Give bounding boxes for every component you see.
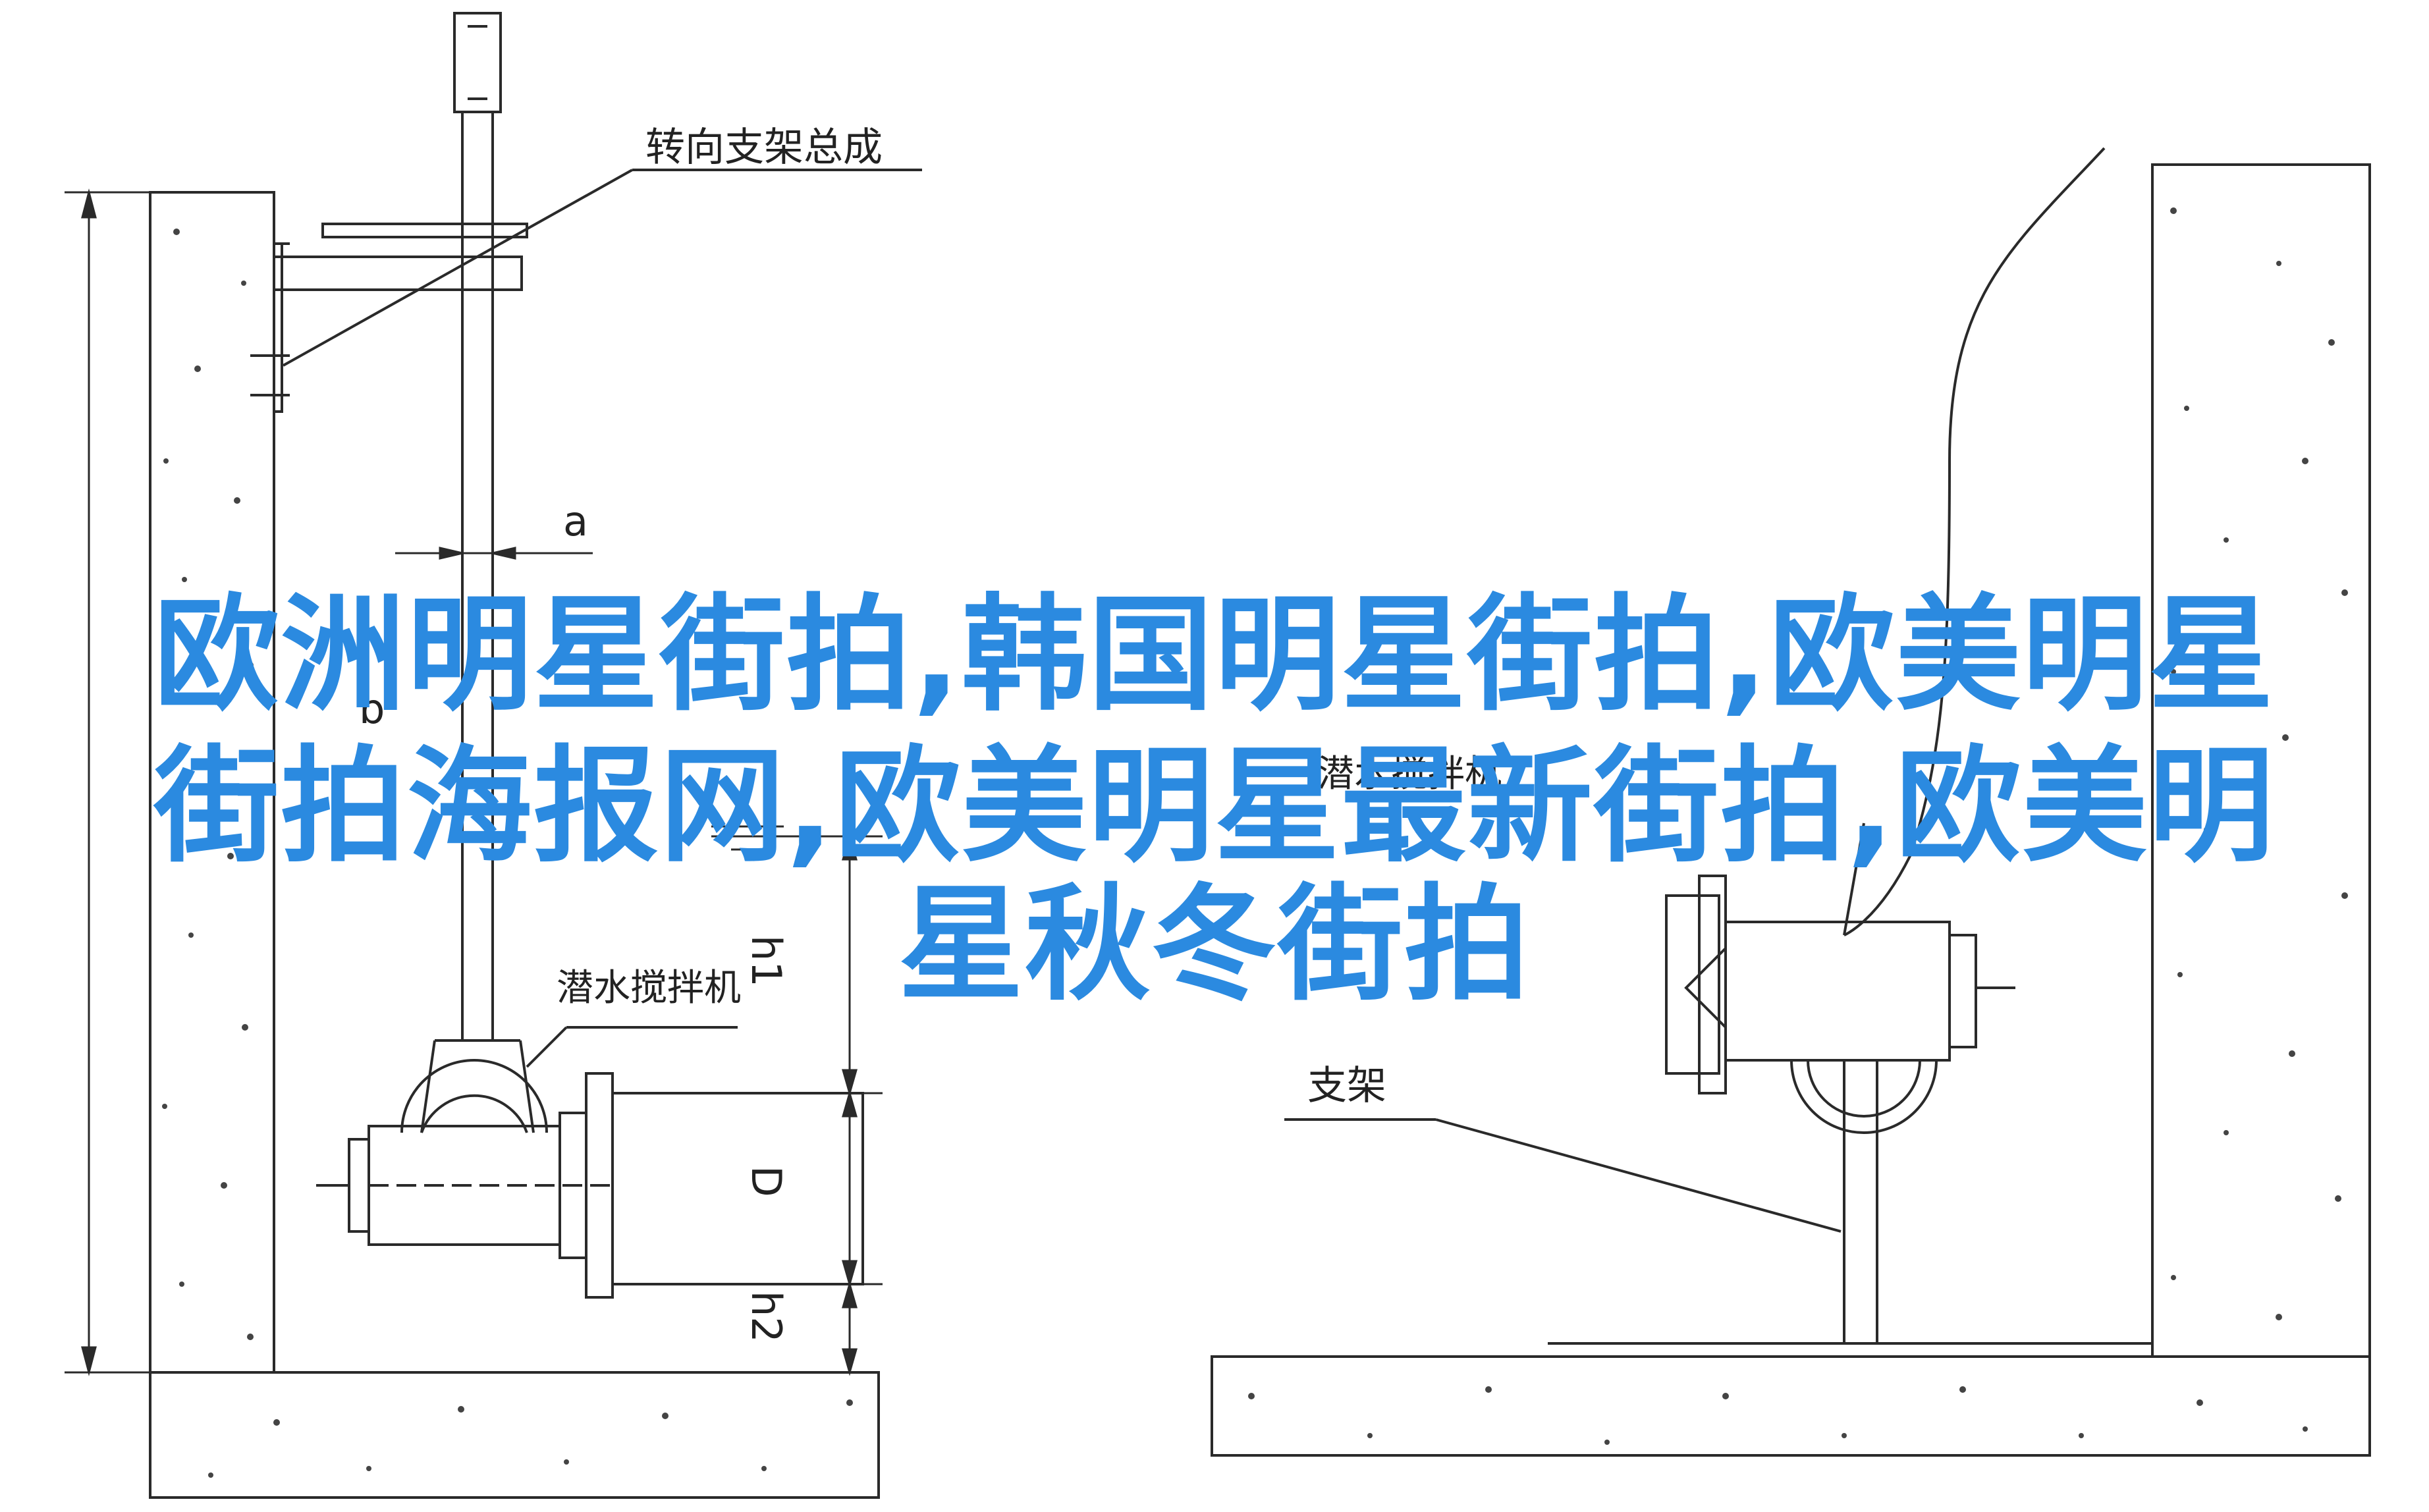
overlay-title-line-2: 街拍海报网,欧美明星最新街拍,欧美明 [153,734,2276,879]
left-submersible-mixer [316,1026,864,1299]
right-submersible-mixer [1284,823,2015,1343]
right-cable [1843,147,2106,936]
left-height-dimension [65,188,150,1376]
dimension-a [395,547,593,560]
overlay-title-line-3: 星秋冬街拍 [898,872,1531,1017]
label-dim-a: a [563,497,588,545]
left-vertical-dimensions [711,825,883,1376]
label-turning-bracket: 转向支架总成 [645,124,883,171]
label-mixer-right: 潜水搅拌机 [1317,753,1502,796]
left-wall [149,191,880,1499]
overlay-title-line-1: 欧洲明星街拍,韩国明星街拍,欧美明星 [153,582,2276,728]
label-support: 支架 [1307,1063,1386,1109]
label-dim-b: b [359,685,385,733]
right-wall [1211,163,2371,1457]
right-wall-texture [1248,207,2348,1445]
label-dim-h2: h2 [742,1291,790,1343]
label-dim-D: D [742,1166,790,1197]
label-mixer-left: 潜水搅拌机 [557,967,741,1010]
turning-bracket-assembly [250,12,922,1040]
left-wall-texture [162,229,853,1478]
